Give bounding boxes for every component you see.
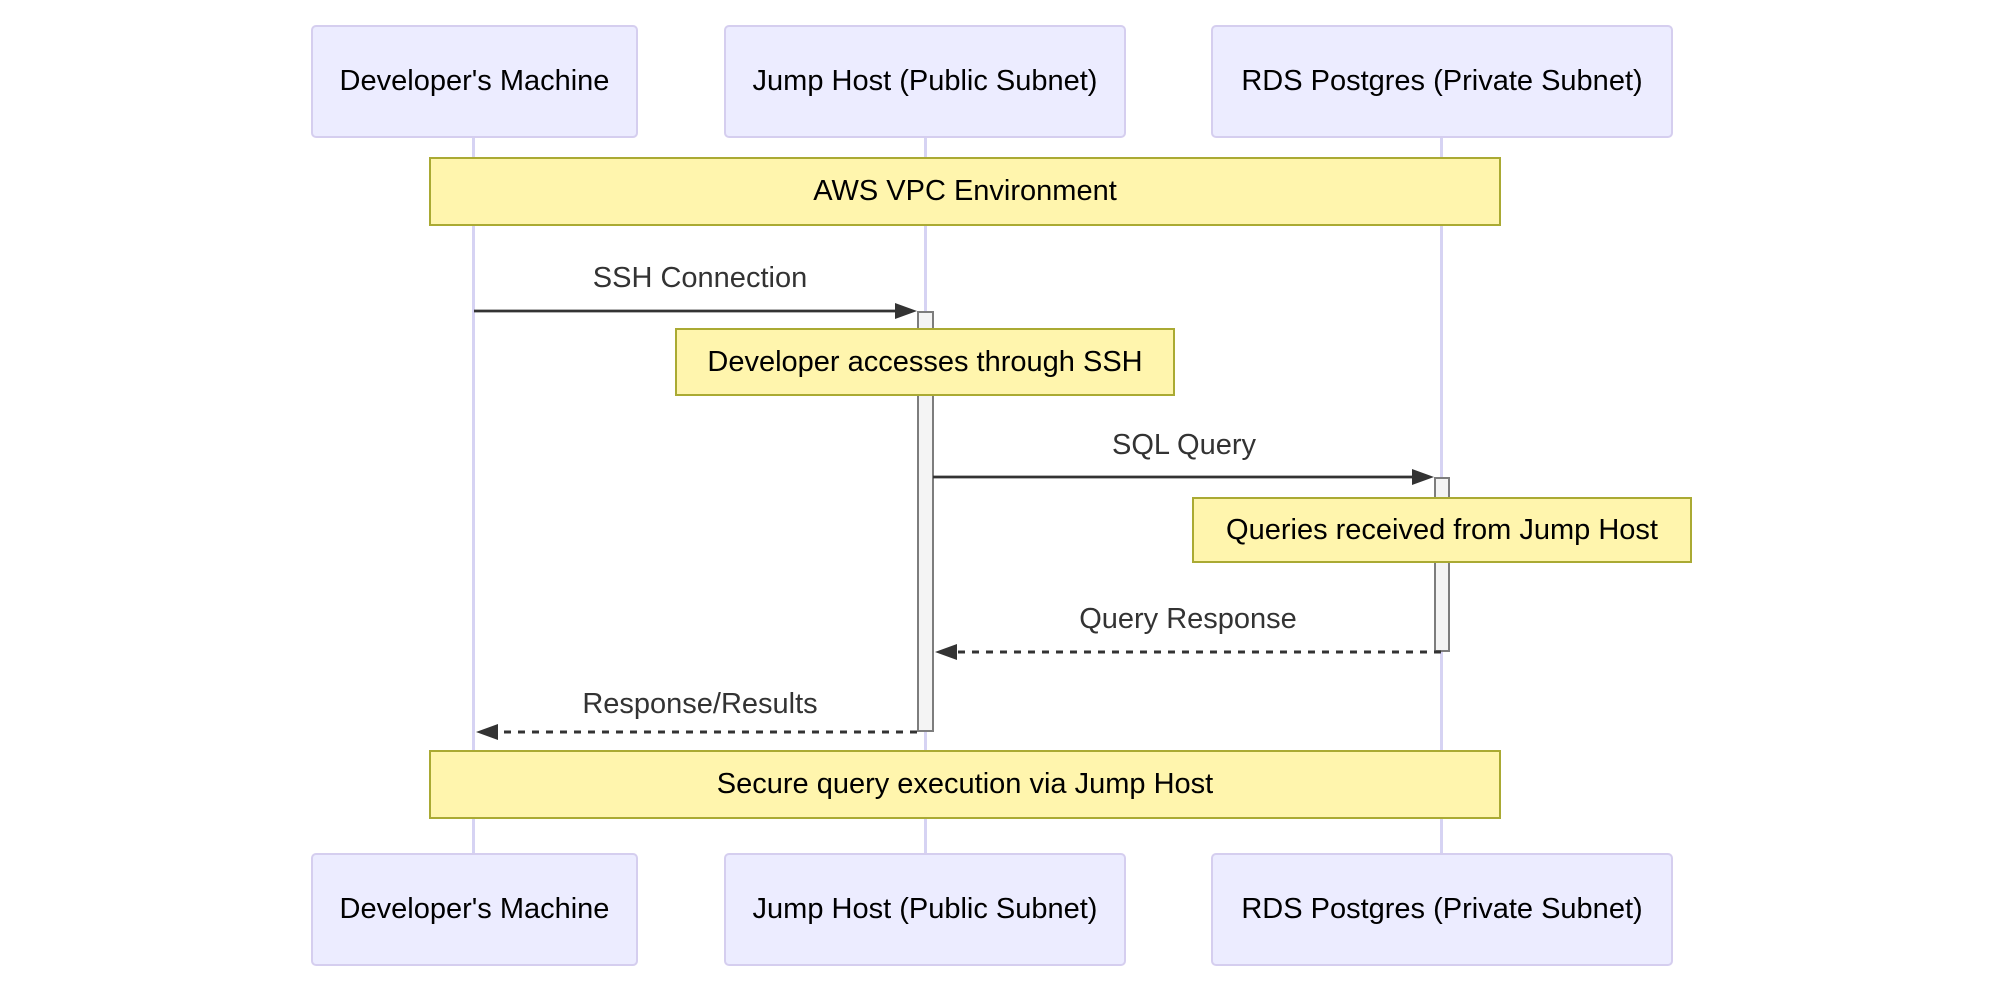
message-label-response-results: Response/Results — [582, 688, 818, 720]
actor-label: RDS Postgres (Private Subnet) — [1241, 65, 1643, 97]
arrow-response-results — [476, 724, 917, 740]
note-aws-vpc-environment: AWS VPC Environment — [429, 157, 1501, 226]
note-developer-accesses-ssh: Developer accesses through SSH — [675, 328, 1175, 396]
actor-bottom-developer-machine: Developer's Machine — [311, 853, 638, 966]
note-text: AWS VPC Environment — [813, 175, 1117, 207]
note-text: Developer accesses through SSH — [707, 345, 1143, 378]
arrow-ssh-connection — [474, 303, 917, 319]
note-text: Secure query execution via Jump Host — [716, 768, 1214, 800]
message-label-query-response: Query Response — [1079, 603, 1297, 635]
actor-bottom-jump-host: Jump Host (Public Subnet) — [724, 853, 1126, 966]
message-label-sql-query: SQL Query — [1112, 429, 1256, 461]
activation-bar-jump-host — [917, 311, 934, 732]
arrow-sql-query — [933, 469, 1434, 485]
actor-label: Developer's Machine — [339, 65, 610, 97]
actor-top-developer-machine: Developer's Machine — [311, 25, 638, 138]
message-label-ssh-connection: SSH Connection — [592, 262, 808, 294]
arrow-query-response — [935, 644, 1441, 660]
actor-label: RDS Postgres (Private Subnet) — [1241, 893, 1643, 925]
actor-label: Jump Host (Public Subnet) — [752, 893, 1098, 925]
actor-bottom-rds-postgres: RDS Postgres (Private Subnet) — [1211, 853, 1673, 966]
note-queries-received: Queries received from Jump Host — [1192, 497, 1692, 563]
note-secure-query-execution: Secure query execution via Jump Host — [429, 750, 1501, 819]
actor-top-rds-postgres: RDS Postgres (Private Subnet) — [1211, 25, 1673, 138]
actor-label: Developer's Machine — [339, 893, 610, 925]
actor-top-jump-host: Jump Host (Public Subnet) — [724, 25, 1126, 138]
note-text: Queries received from Jump Host — [1226, 513, 1658, 546]
lifeline-developer-machine — [472, 138, 475, 853]
actor-label: Jump Host (Public Subnet) — [752, 65, 1098, 97]
